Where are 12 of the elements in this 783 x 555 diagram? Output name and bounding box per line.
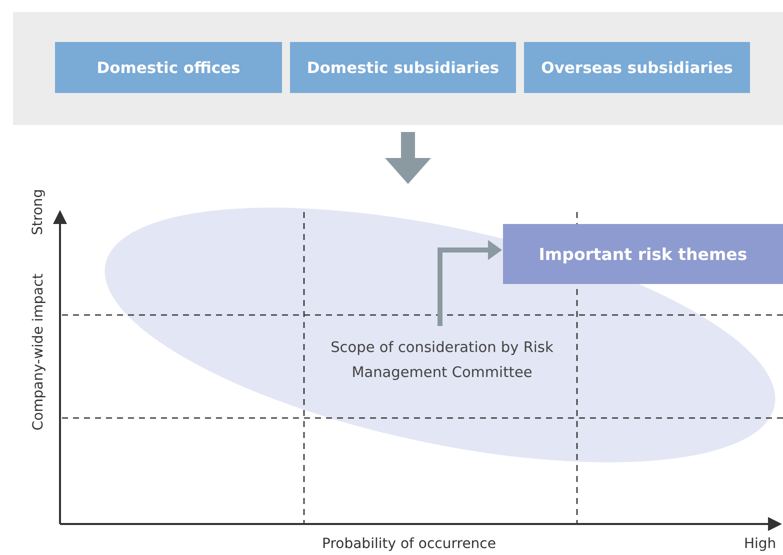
scope-label: Scope of consideration by Risk Management Committee <box>330 339 554 383</box>
axis-end-label: Strong <box>30 188 46 236</box>
source-box: Overseas subsidiaries <box>524 42 750 93</box>
source-box: Domestic offices <box>55 42 282 93</box>
source-box: Domestic subsidiaries <box>290 42 516 93</box>
axis-title: Company-wide impact <box>30 274 46 430</box>
arrow <box>385 132 431 184</box>
axis-end-label: High <box>744 536 776 552</box>
arrow <box>438 240 502 326</box>
result-box: Important risk themes <box>503 224 783 284</box>
axis-title: Probability of occurrence <box>322 536 496 552</box>
panel-background <box>13 12 783 125</box>
